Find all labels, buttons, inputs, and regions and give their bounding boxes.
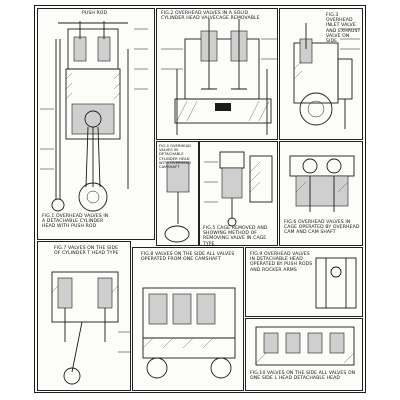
figure-7-panel: FIG.7 VALVES ON THE SIDE OF CYLINDER T H… [37, 241, 131, 391]
figure-4-panel: FIG.4 OVERHEAD VALVES IN DETACHABLE CYLI… [156, 141, 199, 246]
figure-8-panel: FIG.8 VALVES ON THE SIDE ALL VALVES OPER… [132, 247, 244, 391]
figure-8-drawing [142, 287, 236, 379]
figure-4-caption: FIG.4 OVERHEAD VALVES IN DETACHABLE CYLI… [159, 144, 192, 170]
figure-2-panel: FIG.2 OVERHEAD VALVES IN A SOLID CYLINDE… [156, 8, 278, 140]
figure-5-panel: FIG.5 CAGE REMOVED AND SHOWING METHOD OF… [199, 141, 278, 246]
figure-2-caption: FIG.2 OVERHEAD VALVES IN A SOLID CYLINDE… [161, 11, 260, 22]
figure-10-caption: FIG.10 VALVES ON THE SIDE ALL VALVES ON … [250, 371, 356, 382]
figure-10-panel: FIG.10 VALVES ON THE SIDE ALL VALVES ON … [245, 318, 363, 391]
figure-1-caption: FIG.1 OVERHEAD VALVES IN A DETACHABLE CY… [42, 214, 109, 230]
figure-5-drawing [204, 151, 273, 227]
figure-2-drawing [161, 19, 277, 135]
figure-6-panel: FIG.6 OVERHEAD VALVES IN CAGE OPERATED B… [279, 141, 363, 246]
figure-1-panel: PUSH ROD FIG.1 OVERHEAD VALVES IN A DETA… [37, 8, 155, 240]
figure-4-drawing [164, 161, 190, 243]
figure-9-panel: FIG.9 OVERHEAD VALVES IN DETACHABLE HEAD… [245, 247, 363, 317]
figure-9-drawing [315, 257, 357, 309]
figure-7-caption: FIG.7 VALVES ON THE SIDE OF CYLINDER T H… [54, 246, 119, 257]
figure-3-drawing [293, 23, 360, 129]
figure-8-caption: FIG.8 VALVES ON THE SIDE ALL VALVES OPER… [141, 252, 235, 263]
figure-10-drawing [255, 326, 355, 366]
figure-3-caption: FIG.3 OVERHEAD INLET VALVE AND EXHAUST V… [326, 13, 361, 45]
figure-6-drawing [289, 155, 355, 212]
figure-3-panel: FIG.3 OVERHEAD INLET VALVE AND EXHAUST V… [279, 8, 363, 140]
figure-1-drawing [40, 21, 148, 212]
figure-5-caption: FIG.5 CAGE REMOVED AND SHOWING METHOD OF… [203, 226, 268, 246]
figure-7-drawing [51, 271, 130, 385]
figure-6-caption: FIG.6 OVERHEAD VALVES IN CAGE OPERATED B… [284, 220, 360, 236]
figure-9-caption: FIG.9 OVERHEAD VALVES IN DETACHABLE HEAD… [250, 252, 313, 273]
figure-1-label-top: PUSH ROD [82, 11, 108, 16]
